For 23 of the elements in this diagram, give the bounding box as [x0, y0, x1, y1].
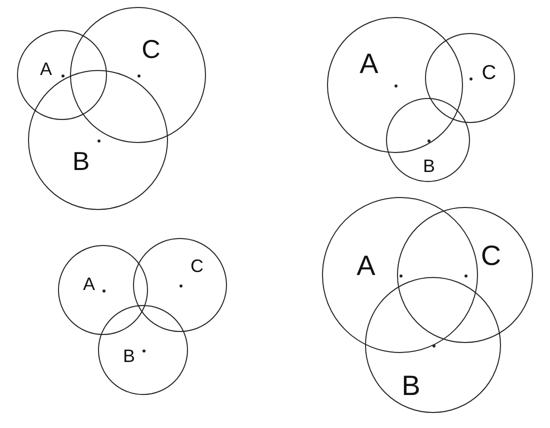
set-label: A — [360, 50, 378, 78]
set-circle — [425, 33, 515, 123]
set-label: A — [356, 252, 376, 280]
set-label: B — [72, 148, 90, 174]
set-label: C — [482, 63, 496, 83]
set-circle — [133, 238, 227, 332]
set-circle — [322, 197, 478, 353]
set-label: B — [423, 157, 435, 175]
set-circle — [327, 17, 463, 153]
set-circle — [17, 30, 107, 120]
set-circle — [98, 305, 188, 395]
set-circle — [58, 245, 148, 335]
set-label: A — [40, 60, 52, 78]
set-label: B — [402, 372, 420, 400]
set-circle — [397, 207, 533, 343]
set-circle — [365, 277, 501, 413]
set-circle — [386, 98, 470, 182]
set-label: A — [83, 275, 95, 293]
set-circle — [70, 7, 206, 143]
set-label: B — [123, 347, 135, 365]
set-label: C — [480, 242, 502, 270]
set-label: C — [190, 257, 204, 275]
set-label: C — [142, 36, 160, 62]
